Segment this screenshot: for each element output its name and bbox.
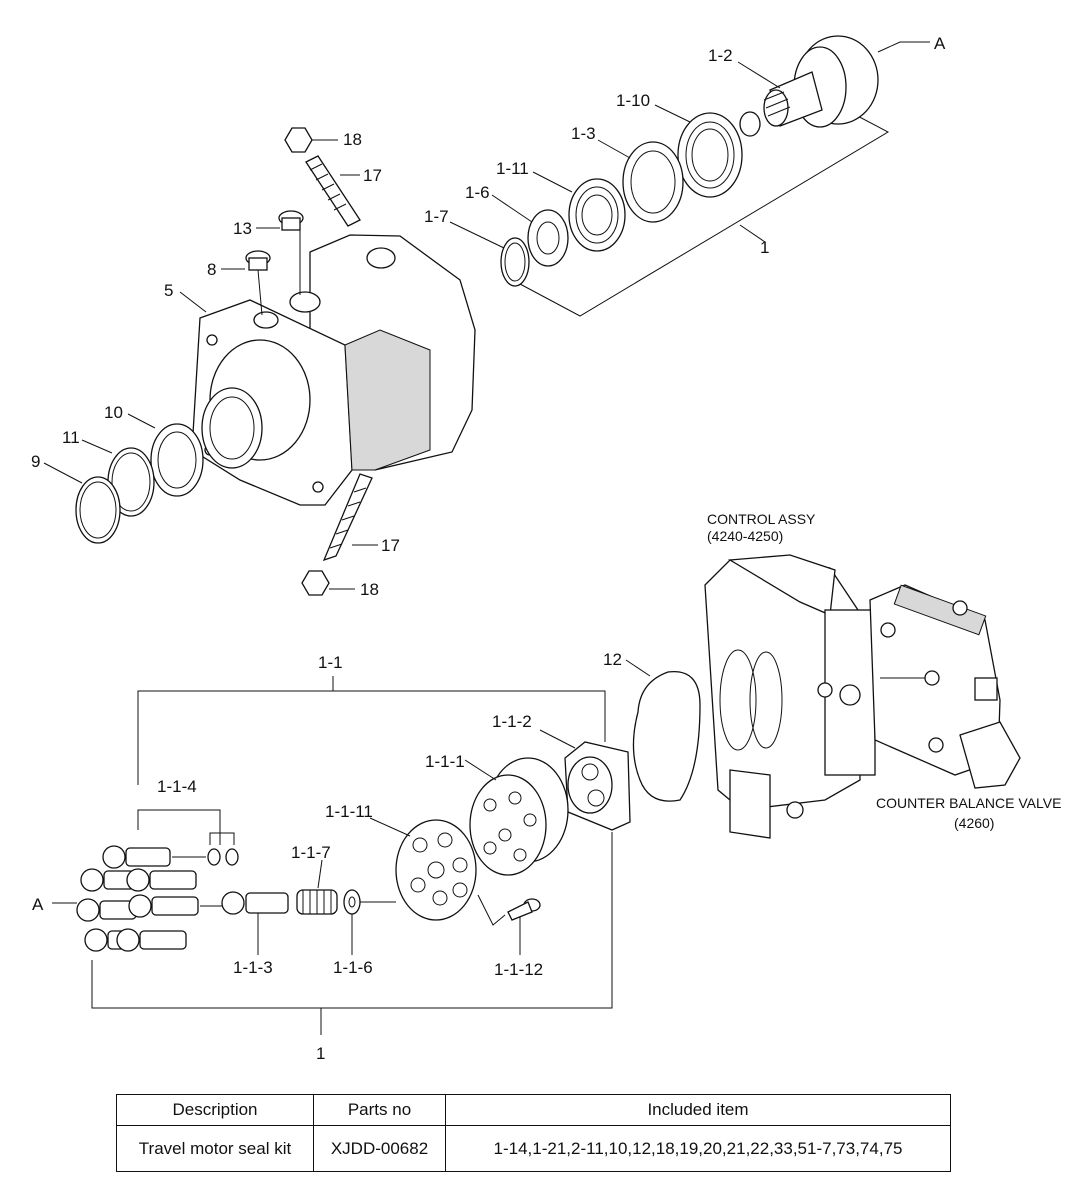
leader-lines (43, 41, 930, 955)
label-1-7: 1-7 (424, 207, 449, 226)
label-1-1-4: 1-1-4 (157, 777, 197, 796)
label-a-bottom: A (32, 895, 44, 914)
cell-description: Travel motor seal kit (116, 1125, 314, 1172)
label-9: 9 (31, 452, 40, 471)
label-1-1: 1-1 (318, 653, 343, 672)
label-17-top: 17 (363, 166, 382, 185)
label-1-1-3: 1-1-3 (233, 958, 273, 977)
label-12: 12 (603, 650, 622, 669)
cell-included-item: 1-14,1-21,2-11,10,12,18,19,20,21,22,33,5… (445, 1125, 951, 1172)
label-17-bottom: 17 (381, 536, 400, 555)
label-control-assy: CONTROL ASSY (707, 511, 816, 527)
table-row: Travel motor seal kit XJDD-00682 1-14,1-… (116, 1125, 951, 1172)
shaft-assembly (500, 35, 890, 317)
exploded-parts-diagram: A 1-2 1-10 1-3 1-11 1-6 1-7 1 18 17 13 8… (31, 34, 1061, 1063)
label-10: 10 (104, 403, 123, 422)
label-18-top: 18 (343, 130, 362, 149)
label-1-bottom: 1 (316, 1044, 325, 1063)
label-1-1-1: 1-1-1 (425, 752, 465, 771)
label-1-1-11: 1-1-11 (325, 802, 373, 821)
label-1-1-6: 1-1-6 (333, 958, 373, 977)
label-11: 11 (62, 428, 80, 447)
cell-parts-no: XJDD-00682 (313, 1125, 446, 1172)
label-counter-balance: COUNTER BALANCE VALVE (876, 795, 1061, 811)
cylinder-block-assembly (76, 670, 701, 1035)
label-1-1-12: 1-1-12 (494, 960, 543, 979)
header-included-item: Included item (445, 1094, 951, 1126)
label-control-assy-range: (4240-4250) (707, 528, 783, 544)
label-counter-balance-range: (4260) (954, 815, 994, 831)
label-1-2: 1-2 (708, 46, 733, 65)
seal-kit-table: Description Parts no Included item Trave… (116, 1094, 951, 1172)
label-13: 13 (233, 219, 252, 238)
callout-labels: A 1-2 1-10 1-3 1-11 1-6 1-7 1 18 17 13 8… (31, 34, 1061, 1063)
label-a-top: A (934, 34, 946, 53)
label-1-3: 1-3 (571, 124, 596, 143)
label-1-1-7: 1-1-7 (291, 843, 331, 862)
header-parts-no: Parts no (313, 1094, 446, 1126)
label-1-6: 1-6 (465, 183, 490, 202)
label-18-bottom: 18 (360, 580, 379, 599)
control-and-valve-assembly (704, 554, 1021, 839)
label-1-top: 1 (760, 238, 769, 257)
label-1-11: 1-11 (496, 159, 529, 178)
label-1-1-2: 1-1-2 (492, 712, 532, 731)
label-1-10: 1-10 (616, 91, 650, 110)
label-5: 5 (164, 281, 173, 300)
table-header-row: Description Parts no Included item (116, 1094, 951, 1126)
header-description: Description (116, 1094, 314, 1126)
label-8: 8 (207, 260, 216, 279)
motor-housing (75, 127, 476, 596)
